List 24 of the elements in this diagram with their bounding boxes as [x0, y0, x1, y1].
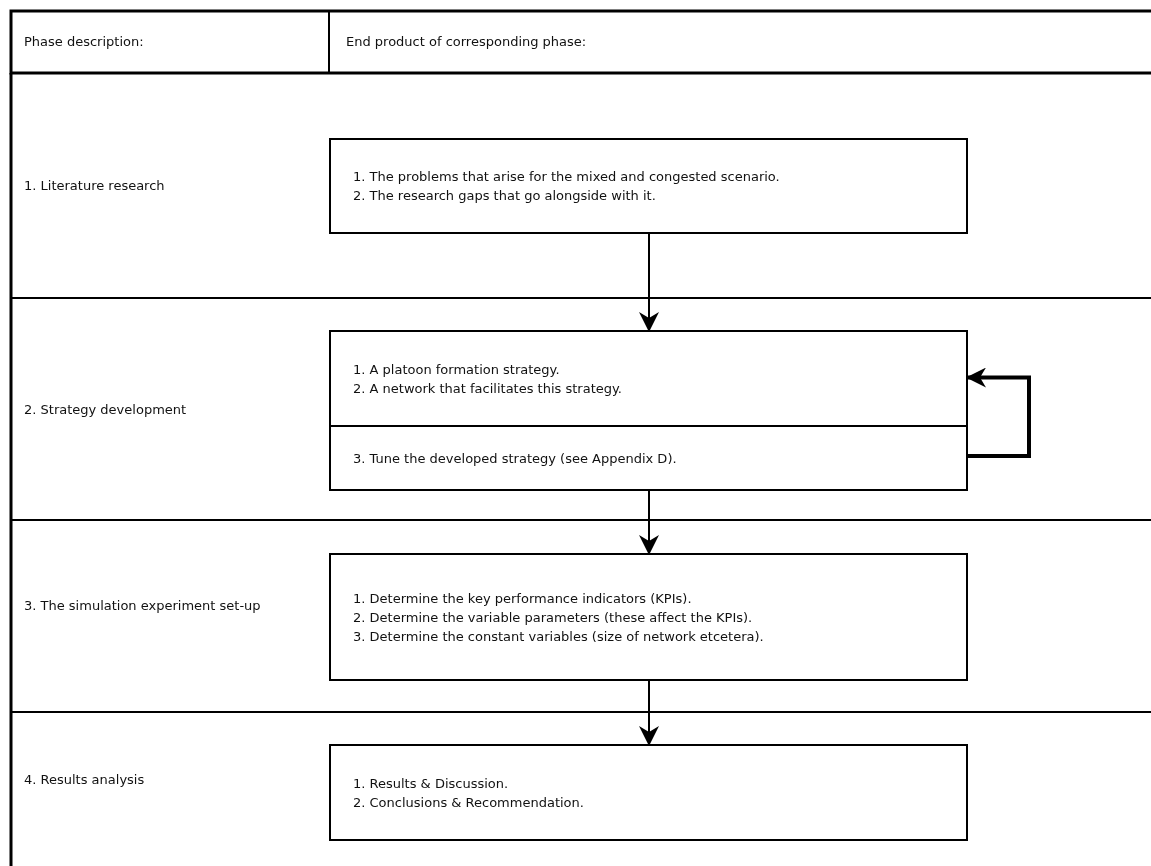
list-item: 1. Determine the key performance indicators (KPIs).: [353, 589, 693, 608]
list-item: 1. A platoon formation strategy.: [353, 360, 561, 379]
process-box: [329, 330, 968, 427]
process-box: [329, 744, 968, 841]
process-box: [329, 553, 968, 681]
column-header: End product of corresponding phase:: [346, 33, 588, 51]
list-item: 2. The research gaps that go alongside with it.: [353, 187, 657, 205]
list-item: 1. The problems that arise for the mixed and congested scenario.: [353, 168, 781, 186]
phase-label: 4. Results analysis: [24, 771, 146, 789]
arrow: [639, 680, 659, 746]
arrow: [639, 233, 659, 332]
phase-label: 1. Literature research: [24, 177, 166, 195]
list-item: 3. Tune the developed strategy (see Appendix D).: [353, 449, 678, 468]
process-box: [329, 138, 968, 234]
list-item: 2. Determine the variable parameters (these affect the KPIs).: [353, 608, 754, 627]
list-item: 2. Conclusions & Recommendation.: [353, 793, 585, 812]
arrow: [639, 490, 659, 555]
list-item: 2. A network that facilitates this strategy.: [353, 379, 623, 398]
list-item: 3. Determine the constant variables (size of network etcetera).: [353, 627, 765, 646]
phase-label: 2. Strategy development: [24, 401, 188, 419]
list-item: 1. Results & Discussion.: [353, 774, 510, 793]
process-box: [329, 425, 968, 491]
column-header: Phase description:: [24, 33, 145, 51]
phase-label: 3. The simulation experiment set-up: [24, 597, 262, 615]
